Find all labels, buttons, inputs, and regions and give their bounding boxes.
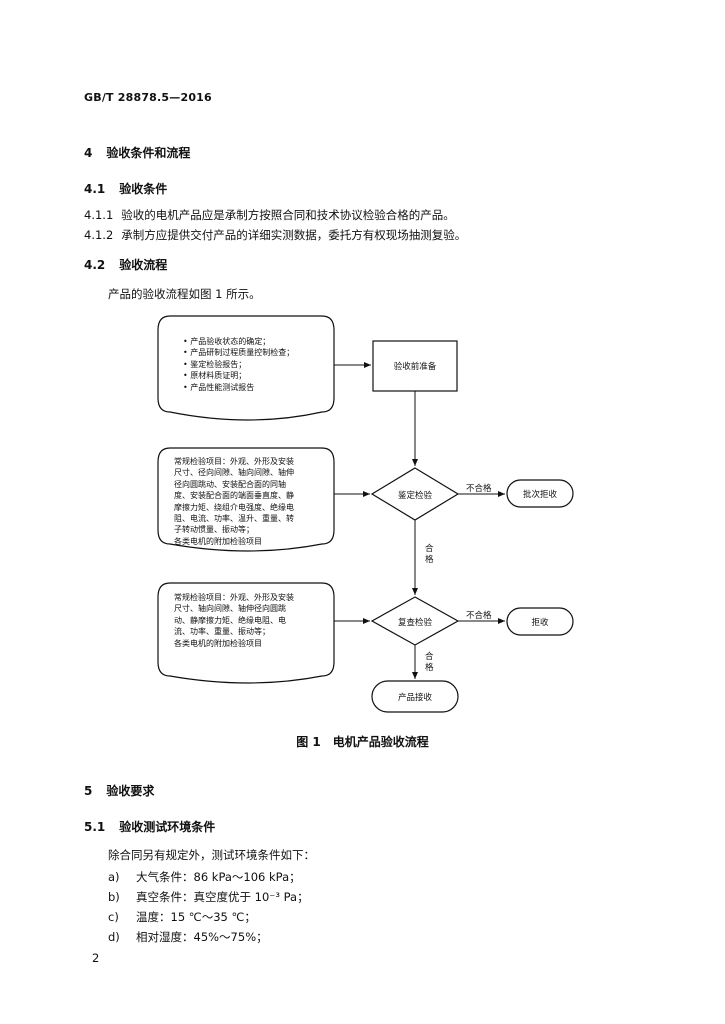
list-item: d) 相对湿度：45%～75%； [108, 929, 268, 945]
section-4-2-heading: 4.2 验收流程 [84, 256, 167, 273]
text-line: 各类电机的附加检验项目 [174, 638, 262, 648]
section-number: 4.2 [84, 258, 106, 272]
clause-number: 4.1.1 [84, 208, 114, 222]
text-line: 摩擦力矩、绕组介电强度、绝缘电 [174, 502, 294, 512]
bullet-item: • 原材料质证明； [183, 371, 247, 381]
text-line: 动、静摩擦力矩、绝缘电阻、电 [174, 615, 286, 625]
list-item: a) 大气条件：86 kPa～106 kPa； [108, 869, 301, 885]
document-shape-1 [157, 315, 335, 421]
text-line: 常规检验项目：外观、外形及安装 [174, 457, 294, 466]
page-number: 2 [92, 951, 100, 965]
section-title: 验收条件和流程 [106, 146, 191, 160]
fail-label-1: 不合格 [466, 484, 492, 494]
bullet-item: • 产品验收状态的确定； [183, 337, 271, 346]
accept-terminal [371, 680, 459, 713]
section-title: 验收要求 [106, 784, 155, 798]
text-line: 流、功率、重量、振动等； [174, 627, 270, 637]
bullet-item: • 产品性能测试报告 [183, 382, 255, 392]
item-text: 温度：15 ℃～35 ℃； [136, 910, 256, 924]
text-line: 径向圆跳动、安装配合面的同轴 [174, 479, 286, 489]
figure-caption: 图 1 电机产品验收流程 [296, 735, 429, 749]
text-line: 子转动惯量、振动等； [174, 525, 254, 535]
clause-4-1-1: 4.1.1 验收的电机产品应是承制方按照合同和技术协议检验合格的产品。 [84, 207, 455, 223]
clause-text: 承制方应提供交付产品的详细实测数据，委托方有权现场抽测复验。 [121, 228, 467, 242]
section-number: 5 [84, 784, 93, 798]
document-3-text: 常规检验项目：外观、外形及安装 尺寸、轴向间隙、轴伸径向圆跳 动、静摩擦力矩、绝… [174, 592, 294, 649]
fail-label-2: 不合格 [466, 611, 492, 621]
reject-batch-terminal [506, 479, 574, 508]
clause-number: 4.1.2 [84, 228, 114, 242]
document-shape-2 [157, 447, 335, 552]
item-label: d) [108, 930, 120, 944]
clause-text: 验收的电机产品应是承制方按照合同和技术协议检验合格的产品。 [121, 208, 455, 222]
text-line: 度、安装配合面的端面垂直度、静 [174, 491, 294, 501]
section-5-heading: 5 验收要求 [84, 782, 154, 799]
item-text: 真空条件：真空度优于 10⁻³ Pa； [136, 890, 309, 904]
list-item: b) 真空条件：真空度优于 10⁻³ Pa； [108, 889, 309, 905]
text-line: 各类电机的附加检验项目 [174, 536, 262, 546]
text-line: 尺寸、轴向间隙、轴伸径向圆跳 [174, 604, 286, 614]
bullet-item: • 产品研制过程质量控制检查； [183, 348, 295, 358]
reject-terminal [506, 607, 574, 636]
text-line: 尺寸、径向间隙、轴向间隙、轴伸 [174, 468, 294, 478]
section-4-1-heading: 4.1 验收条件 [84, 180, 167, 197]
section-5-1-heading: 5.1 验收测试环境条件 [84, 818, 215, 835]
item-label: a) [108, 870, 120, 884]
text-line: 常规检验项目：外观、外形及安装 [174, 593, 294, 602]
env-intro: 除合同另有规定外，测试环境条件如下： [108, 848, 315, 862]
pass-label-1: 合格 [425, 544, 434, 565]
bullet-item: • 鉴定检验报告； [183, 359, 247, 369]
document-shape-3 [157, 582, 335, 684]
document-2-text: 常规检验项目：外观、外形及安装 尺寸、径向间隙、轴向间隙、轴伸 径向圆跳动、安装… [174, 456, 294, 547]
list-item: c) 温度：15 ℃～35 ℃； [108, 909, 256, 925]
section-number: 5.1 [84, 820, 106, 834]
item-label: b) [108, 890, 120, 904]
prepare-label: 验收前准备 [393, 362, 437, 372]
accept-label: 产品接收 [397, 693, 432, 703]
text-line: 阻、电流、功率、温升、重量、转 [174, 514, 294, 524]
decision-2-label: 复查检验 [397, 618, 432, 628]
decision-1-label: 鉴定检验 [397, 491, 432, 501]
section-4-heading: 4 验收条件和流程 [84, 144, 190, 161]
item-label: c) [108, 910, 119, 924]
flow-intro: 产品的验收流程如图 1 所示。 [108, 287, 261, 301]
reject-batch-label: 批次拒收 [522, 490, 557, 500]
document-1-list: • 产品验收状态的确定； • 产品研制过程质量控制检查； • 鉴定检验报告； •… [183, 336, 294, 393]
item-text: 大气条件：86 kPa～106 kPa； [136, 870, 301, 884]
reject-label: 拒收 [531, 618, 549, 628]
item-text: 相对湿度：45%～75%； [136, 930, 268, 944]
section-title: 验收条件 [119, 182, 168, 196]
section-number: 4 [84, 146, 93, 160]
section-title: 验收测试环境条件 [119, 820, 216, 834]
clause-4-1-2: 4.1.2 承制方应提供交付产品的详细实测数据，委托方有权现场抽测复验。 [84, 227, 466, 243]
pass-label-2: 合格 [425, 652, 434, 673]
section-number: 4.1 [84, 182, 106, 196]
section-title: 验收流程 [119, 258, 168, 272]
standard-number: GB/T 28878.5—2016 [84, 91, 212, 104]
acceptance-flowchart [157, 315, 574, 713]
